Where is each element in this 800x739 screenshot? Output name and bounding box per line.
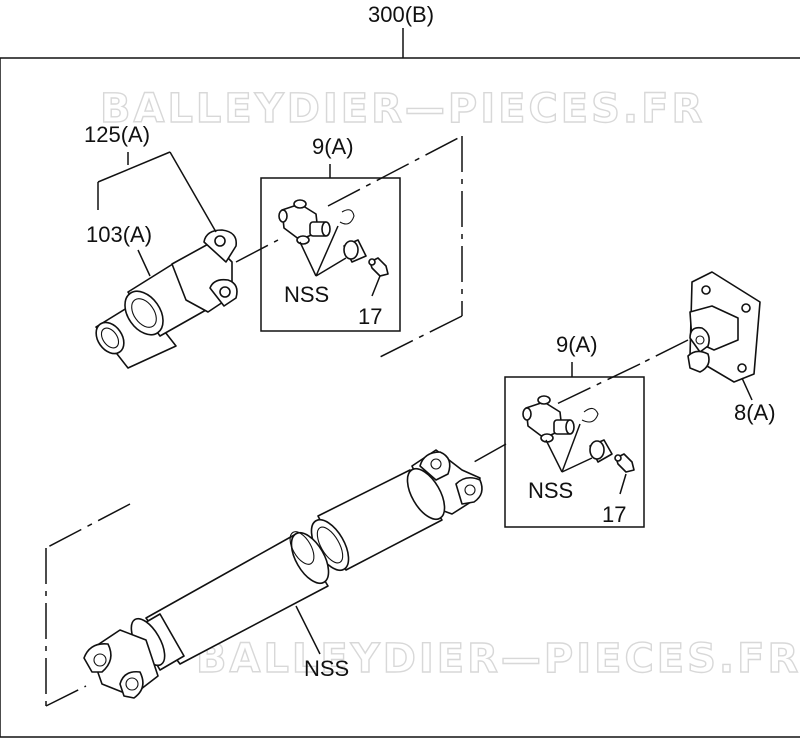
label-103: 103(A) (86, 222, 152, 247)
axis-line-6 (539, 363, 641, 413)
shaft-lower-section (83, 531, 330, 699)
label-kit-top-17: 17 (358, 304, 382, 329)
assembly-label: 300(B) (368, 2, 434, 27)
label-kit-right: 9(A) (556, 332, 598, 357)
label-125: 125(A) (84, 122, 150, 147)
upper-kit-box: 9(A) NSS 17 (260, 134, 401, 332)
right-kit-box: 9(A) NSS 17 (504, 332, 645, 528)
label-kit-right-nss: NSS (528, 478, 573, 503)
watermark-bottom: BALLEYDIER—PIECES.FR (196, 636, 800, 682)
label-shaft-nss: NSS (304, 656, 349, 681)
label-kit-top: 9(A) (312, 134, 354, 159)
axis-line-1 (235, 239, 279, 263)
axis-line-2 (327, 135, 463, 207)
slip-yoke-part (95, 229, 238, 369)
shaft-upper-section (310, 449, 483, 572)
label-kit-right-17: 17 (602, 502, 626, 527)
watermark-top: BALLEYDIER—PIECES.FR (100, 86, 705, 132)
axis-line-10 (45, 685, 87, 707)
axis-line-4 (377, 315, 463, 359)
axis-line-5 (639, 339, 689, 365)
flange-yoke-part (687, 271, 761, 383)
label-flange-8: 8(A) (734, 400, 776, 425)
axis-line-7 (473, 443, 507, 463)
label-kit-top-nss: NSS (284, 282, 329, 307)
leader-125-103: 125(A) 103(A) (84, 122, 217, 277)
axis-line-8 (45, 503, 131, 549)
